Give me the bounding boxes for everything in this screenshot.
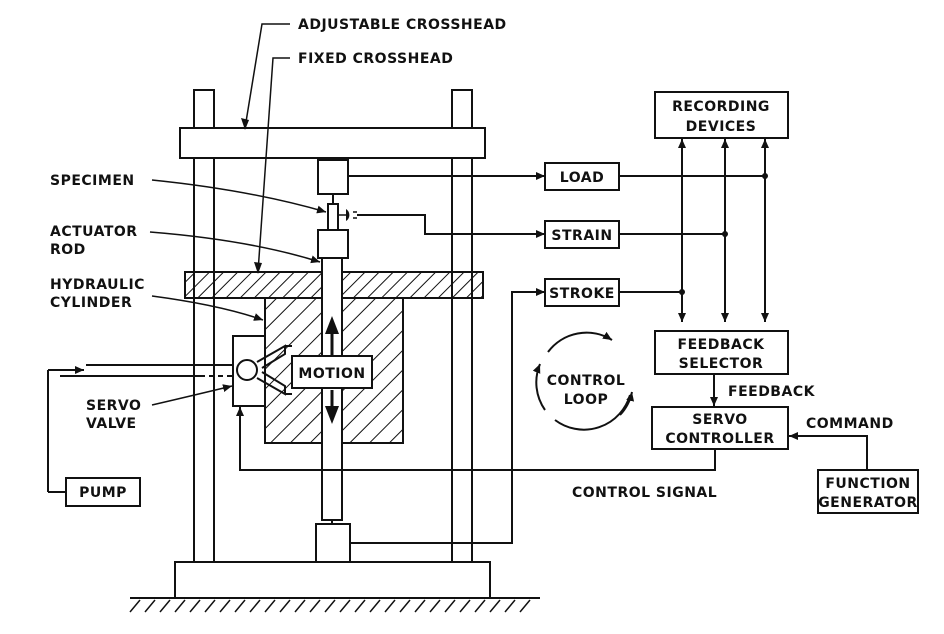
strain-label: STRAIN	[551, 228, 612, 244]
load-cell	[317, 159, 349, 195]
control-loop-icon	[532, 331, 635, 431]
function-generator-label-1: FUNCTION	[825, 476, 910, 492]
servo-valve-label-1: SERVO	[86, 398, 141, 414]
motion-label: MOTION	[298, 366, 365, 382]
servo-controller-label-1: SERVO	[692, 412, 747, 428]
command-label: COMMAND	[806, 416, 894, 432]
recording-devices-box	[654, 91, 789, 139]
servo-controller-label-2: CONTROLLER	[665, 431, 774, 447]
servo-controller-box	[651, 406, 789, 450]
pump-box	[65, 477, 141, 507]
stroke-transducer	[315, 523, 351, 563]
strain-gauge-icon	[338, 209, 357, 221]
fixed-crosshead-leader	[257, 57, 290, 273]
recording-devices-label-1: RECORDING	[672, 99, 770, 115]
servo-valve	[232, 335, 292, 407]
feedback-selector-label-2: SELECTOR	[679, 356, 764, 372]
stroke-label: STROKE	[549, 286, 615, 302]
servo-valve-label-2: VALVE	[86, 416, 137, 432]
adjustable-crosshead-label: ADJUSTABLE CROSSHEAD	[298, 17, 507, 33]
machine-base	[174, 561, 491, 599]
function-generator-box	[817, 469, 919, 514]
recording-devices-label-2: DEVICES	[686, 119, 757, 135]
lower-grip	[317, 229, 349, 259]
adjustable-crosshead-leader	[244, 23, 290, 129]
adjustable-crosshead	[179, 127, 486, 159]
function-generator-label-2: GENERATOR	[818, 495, 918, 511]
ground	[129, 597, 540, 613]
feedback-selector-label-1: FEEDBACK	[678, 337, 766, 353]
specimen-label: SPECIMEN	[50, 173, 135, 189]
pump-label: PUMP	[79, 485, 127, 501]
actuator-rod-label-1: ACTUATOR	[50, 224, 138, 240]
load-label: LOAD	[560, 170, 604, 186]
control-loop-label-2: LOOP	[564, 392, 609, 408]
load-box	[544, 162, 620, 191]
feedback-label: FEEDBACK	[728, 384, 816, 400]
load-frame-columns	[193, 89, 473, 563]
strain-box	[544, 220, 620, 249]
hydraulic-cylinder-label-1: HYDRAULIC	[50, 277, 145, 293]
feedback-selector-box	[654, 330, 789, 375]
control-loop-label-1: CONTROL	[547, 373, 626, 389]
control-signal-label: CONTROL SIGNAL	[572, 485, 717, 501]
hydraulic-cylinder-label-2: CYLINDER	[50, 295, 132, 311]
actuator-rod-label-2: ROD	[50, 242, 86, 258]
specimen	[327, 203, 339, 231]
motion-arrows-icon	[325, 316, 339, 424]
fixed-crosshead-label: FIXED CROSSHEAD	[298, 51, 453, 67]
